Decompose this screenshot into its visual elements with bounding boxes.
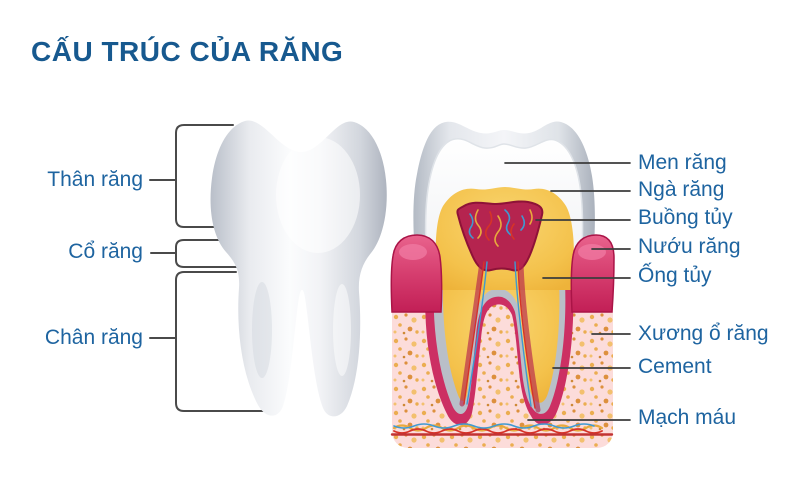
gum-right [570, 234, 615, 313]
label-alveolar-bone: Xương ổ răng [638, 322, 769, 345]
gum-left [390, 234, 443, 313]
label-dentin: Ngà răng [638, 178, 725, 201]
label-gum: Nướu răng [638, 235, 741, 258]
tooth-highlight [276, 137, 360, 253]
label-crown: Thân răng [47, 168, 143, 191]
cross-section-illustration [390, 121, 615, 448]
label-root: Chân răng [44, 326, 143, 349]
label-neck: Cổ răng [68, 240, 143, 263]
crown-bracket [149, 124, 234, 228]
root-bracket [149, 271, 264, 412]
root-canal-right [514, 259, 541, 413]
label-root-canal: Ống tủy [638, 264, 712, 287]
leader-lines [504, 162, 631, 421]
pulp-vessels [468, 209, 533, 247]
label-enamel: Men răng [638, 151, 727, 174]
label-blood-vessel: Mạch máu [638, 406, 737, 429]
label-pulp-chamber: Buồng tủy [638, 206, 733, 229]
pulp-chamber [456, 200, 544, 272]
root-canal-left [459, 259, 488, 407]
label-cement: Cement [638, 355, 712, 378]
whole-tooth-illustration [210, 120, 387, 417]
page-title: CẤU TRÚC CỦA RĂNG [31, 36, 344, 67]
neck-bracket [150, 239, 237, 268]
blood-vessels [390, 423, 614, 436]
